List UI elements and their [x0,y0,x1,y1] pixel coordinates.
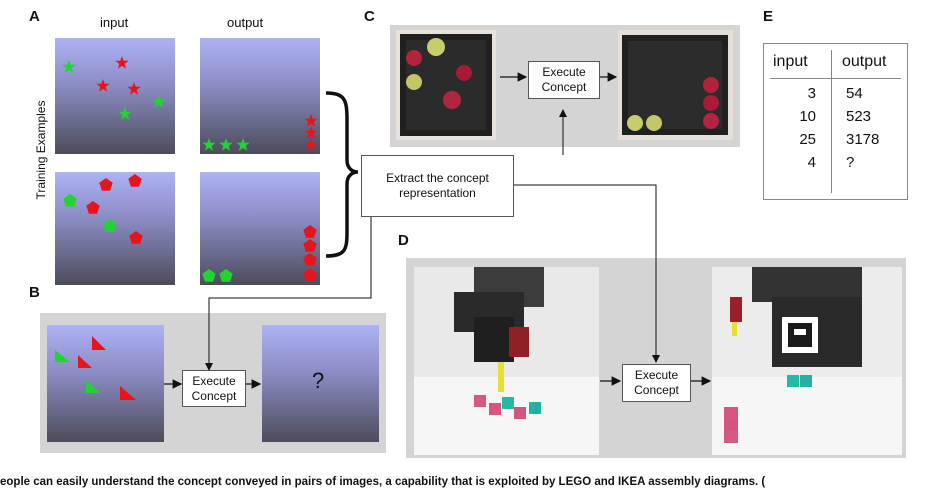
table-column-rule [831,50,832,193]
table-cell-input: 3 [807,85,816,102]
robot-after-photo [712,267,902,455]
table-header-rule [770,78,901,79]
table-cell-output: 54 [846,85,863,102]
train1-input-shapes [62,56,166,120]
panel-letter-b: B [29,284,40,301]
input-column-label: input [100,15,129,30]
output-column-label: output [227,15,264,30]
extract-concept-box: Extract the concept representation [361,155,514,217]
execute-concept-box-b: Execute Concept [182,370,246,407]
training-brace [325,91,359,258]
panel-letter-c: C [364,8,375,25]
table-cell-output: 523 [846,108,872,125]
train1-output-image [200,38,320,154]
apples-after-photo [618,30,733,140]
execute-concept-label-c: Execute Concept [541,65,587,94]
figure-caption: eople can easily understand the concept … [0,476,766,488]
execute-concept-label-b: Execute Concept [191,373,237,403]
unknown-output-question: ? [312,368,325,393]
panel-letter-e: E [763,8,774,25]
test-input-shapes [55,336,136,400]
table-header-output: output [842,53,887,70]
train2-output-shapes [202,225,317,282]
test-input-image [47,325,164,442]
execute-concept-box-c: Execute Concept [528,61,600,99]
test-output-image [262,325,379,442]
execute-concept-box-d: Execute Concept [622,364,691,402]
panel-letter-a: A [29,8,40,25]
extract-concept-label: Extract the concept representation [386,171,489,200]
sequence-table: input output 3 54 10 523 25 3178 4 ? [763,43,908,200]
train1-input-image [55,38,175,154]
execute-concept-label-d: Execute Concept [634,368,679,397]
train1-output-shapes [202,114,318,151]
table-cell-input: 4 [807,154,816,171]
panel-letter-d: D [398,232,409,249]
table-header-input: input [773,53,808,70]
train2-output-image [200,172,320,285]
apples-before-photo [396,30,496,140]
table-cell-output: ? [846,154,855,171]
table-cell-input: 10 [799,108,816,125]
robot-before-photo [414,267,599,455]
train2-input-shapes [63,174,143,244]
table-cell-input: 25 [799,131,816,148]
table-cell-output: 3178 [846,131,880,148]
